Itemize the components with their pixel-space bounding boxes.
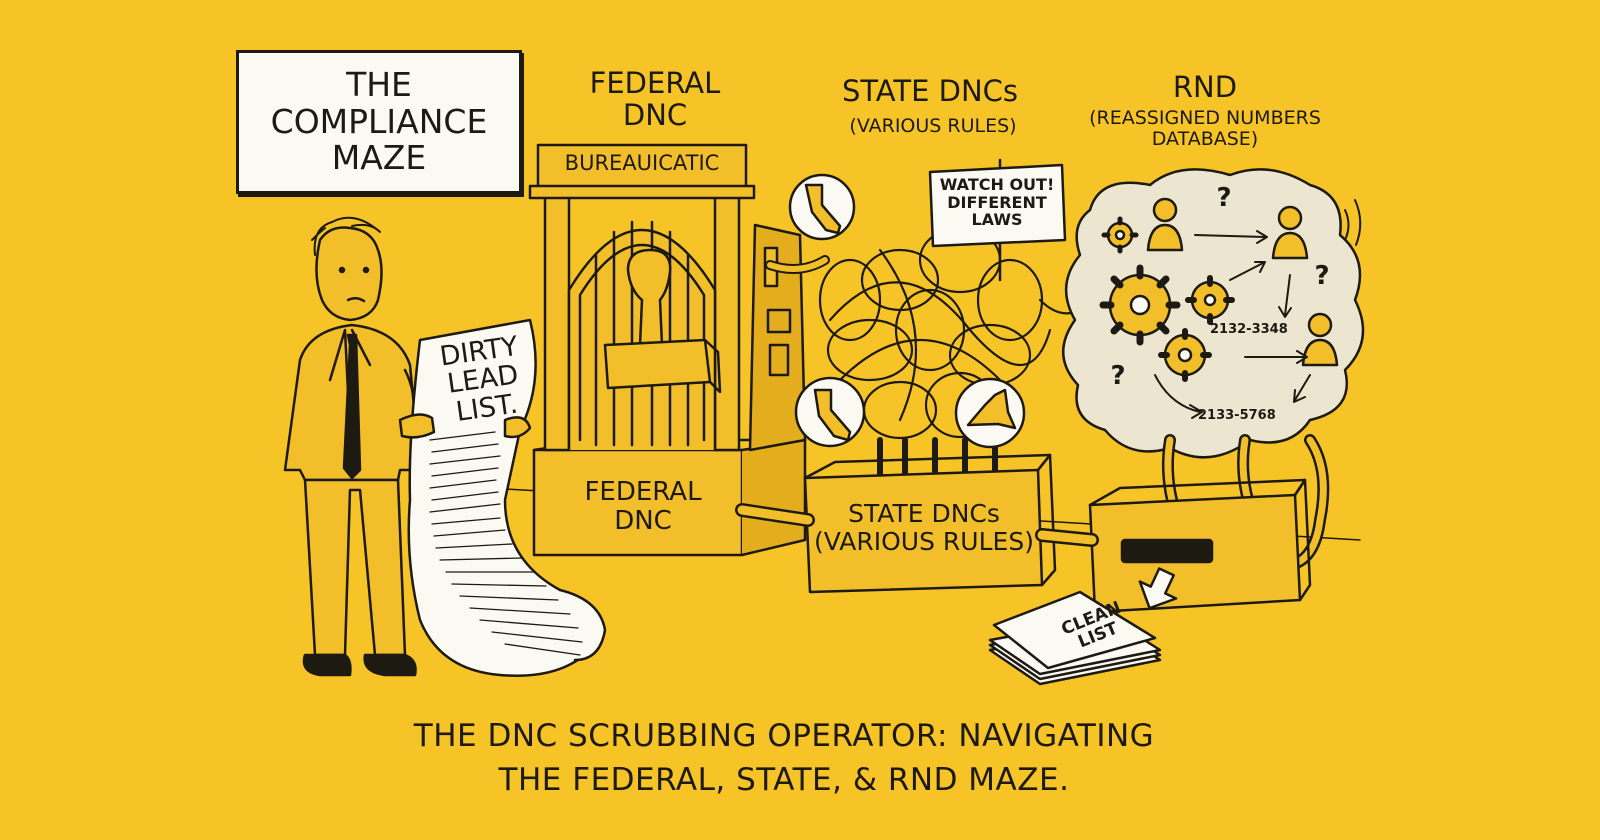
person-icon bbox=[1271, 205, 1309, 260]
state-dnc-tangle bbox=[765, 226, 1082, 594]
title-line-2: COMPLIANCE bbox=[270, 101, 488, 141]
rnd-header: RND bbox=[1172, 70, 1238, 104]
warning-sign-text: WATCH OUT! DIFFERENT LAWS bbox=[939, 175, 1055, 230]
gear-icon bbox=[1101, 216, 1139, 254]
person-icon bbox=[1301, 312, 1339, 367]
question-mark: ? bbox=[1314, 261, 1330, 291]
question-mark: ? bbox=[1110, 361, 1126, 391]
rnd-machine bbox=[1088, 478, 1312, 614]
rnd-number-1: 2132-3348 bbox=[1210, 322, 1288, 337]
federal-base-label: FEDERAL DNC bbox=[584, 477, 702, 536]
rnd-number-2: 2133-5768 bbox=[1198, 408, 1276, 423]
state-dnc-header: STATE DNCs bbox=[841, 74, 1019, 108]
rnd-subheader: (REASSIGNED NUMBERS DATABASE) bbox=[1089, 107, 1321, 150]
federal-dnc-header: FEDERAL DNC bbox=[589, 66, 721, 132]
dirty-lead-list-scroll bbox=[398, 318, 607, 677]
question-mark: ? bbox=[1216, 183, 1232, 213]
federal-banner-label: BUREAUICATIC bbox=[564, 151, 720, 175]
arrow-icon bbox=[1154, 230, 1311, 419]
person-icon bbox=[1146, 197, 1184, 252]
caption-line-2: THE FEDERAL, STATE, & RND MAZE. bbox=[498, 762, 1070, 798]
title-box: THE COMPLIANCE MAZE bbox=[236, 50, 522, 194]
california-icon bbox=[794, 376, 866, 448]
gear-icon bbox=[1158, 328, 1212, 382]
clean-list-stack bbox=[988, 590, 1162, 686]
title-line-3: MAZE bbox=[331, 138, 427, 178]
state-dnc-subheader: (VARIOUS RULES) bbox=[849, 115, 1017, 137]
gear-icon bbox=[1185, 275, 1235, 325]
caption-line-1: THE DNC SCRUBBING OPERATOR: NAVIGATING bbox=[413, 718, 1155, 754]
new-york-icon bbox=[954, 377, 1026, 449]
state-base-label: STATE DNCs (VARIOUS RULES) bbox=[814, 499, 1034, 556]
warning-sign bbox=[928, 158, 1067, 282]
operator-figure bbox=[283, 216, 442, 677]
rubber-stamp-icon bbox=[603, 248, 722, 394]
gear-icon bbox=[1099, 264, 1181, 346]
dirty-lead-list-label: DIRTY LEAD LIST. bbox=[437, 330, 521, 428]
california-icon bbox=[788, 173, 856, 241]
title-line-1: THE bbox=[346, 64, 412, 104]
